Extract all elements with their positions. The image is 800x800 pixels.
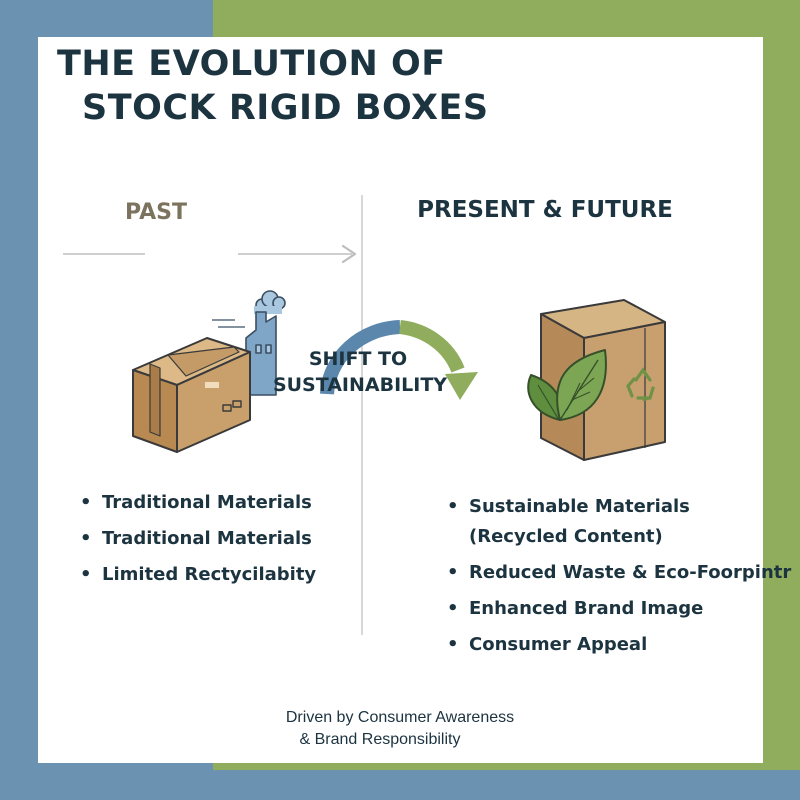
present-list: Sustainable Materials (Recycled Content)… [444, 489, 800, 663]
list-item: Limited Rectycilabity [77, 557, 316, 593]
list-item: Enhanced Brand Image [444, 591, 800, 627]
shift-label-line-2: SUSTAINABILITY [272, 374, 448, 396]
shift-label-line-1: SHIFT TO [308, 348, 408, 370]
factory-icon [212, 290, 286, 396]
present-future-heading: PRESENT & FUTURE [417, 197, 673, 223]
footer-note: Driven by Consumer Awareness & Brand Res… [250, 707, 550, 751]
list-item-continuation: (Recycled Content) [469, 526, 663, 547]
footer-line-2: & Brand Responsibility [299, 731, 461, 748]
past-timeline-arrow [63, 244, 357, 264]
list-item: Consumer Appeal [444, 627, 800, 663]
list-item: Traditional Materials [77, 485, 316, 521]
past-heading: PAST [125, 200, 187, 225]
list-item: Reduced Waste & Eco-Foorpintr [444, 555, 800, 591]
title-line-1: THE EVOLUTION OF [57, 44, 446, 84]
shift-label: SHIFT TO SUSTAINABILITY [260, 346, 460, 398]
past-list: Traditional Materials Traditional Materi… [77, 485, 316, 593]
page-title: THE EVOLUTION OF STOCK RIGID BOXES [57, 42, 489, 130]
footer-line-1: Driven by Consumer Awareness [285, 709, 515, 726]
leaf-icon [527, 349, 607, 421]
column-divider [361, 195, 363, 635]
recycle-icon [626, 367, 655, 402]
list-item: Traditional Materials [77, 521, 316, 557]
curved-arrow-icon [320, 320, 478, 400]
cardboard-box-icon [132, 337, 251, 453]
list-item: Sustainable Materials [444, 489, 800, 525]
title-line-2: STOCK RIGID BOXES [82, 88, 489, 128]
